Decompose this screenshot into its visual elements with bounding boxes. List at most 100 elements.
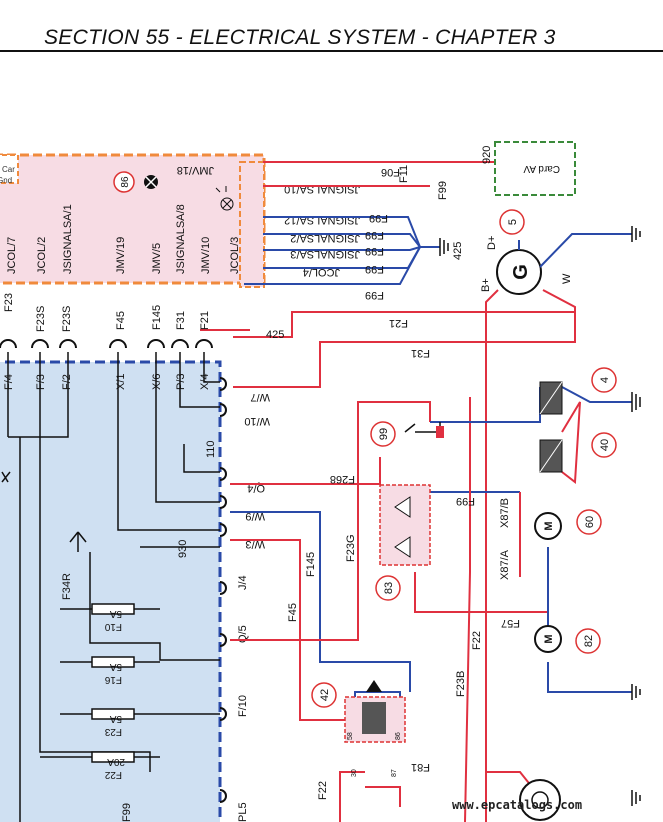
wire-label: F11	[398, 165, 410, 183]
bus-pin-label: J/4	[237, 575, 249, 590]
wire-label: F81	[411, 761, 430, 773]
wire-f99-3	[263, 246, 421, 251]
wire-alt-bplus	[485, 289, 499, 822]
wire-label: 425	[266, 329, 284, 341]
bus-right-pins	[219, 377, 227, 803]
wire-label: X87/A	[499, 549, 511, 580]
relay-pin: 87	[391, 769, 398, 777]
connector-box-right-tab	[239, 161, 265, 288]
fuse-f23: 5A F23	[60, 708, 220, 737]
wire-f81	[365, 786, 401, 807]
wire-label: 425	[452, 242, 464, 260]
wire-f31	[233, 311, 576, 342]
motor-82-symbol: M	[543, 634, 555, 643]
wire-label: 920	[481, 146, 493, 164]
bus-pin-label: PL5	[237, 802, 249, 822]
relay-42: 42 58 86 30 87	[311, 680, 406, 777]
ground-icon	[631, 684, 641, 806]
wire-f45	[230, 539, 355, 721]
component-86: 86	[113, 171, 135, 193]
component-83-label: 83	[383, 582, 395, 594]
wire-label: F22	[317, 781, 329, 800]
fuse-f22: 20A F22	[40, 751, 160, 780]
bus-col-label: P/3	[175, 373, 187, 390]
motor-82: M 82	[534, 625, 601, 654]
bus-pin-label: F/10	[237, 695, 249, 717]
wire-f99-5	[244, 246, 421, 285]
bus-pin-label: F145	[151, 305, 163, 330]
pin-label: JCOL/2	[36, 237, 48, 274]
wire-motor60-blue	[547, 547, 632, 693]
fuse-id: F16	[104, 674, 122, 685]
card-av-box	[494, 141, 576, 196]
pin-label: JSIGNALSA/12	[284, 214, 360, 226]
wire-f268	[230, 457, 381, 485]
component-86-label: 86	[120, 176, 131, 188]
component-99-label: 99	[378, 428, 390, 440]
fuse-id: F22	[104, 769, 122, 780]
wire-label: F99	[456, 495, 475, 507]
fuse-rating: 20A	[107, 756, 125, 767]
wire-label: X87/B	[499, 498, 511, 528]
arrow-icon	[1, 471, 87, 552]
wire-label: F268	[330, 473, 355, 485]
bus-top-pins	[0, 339, 213, 349]
motor-60-symbol: M	[543, 521, 555, 530]
component-60-label: 60	[584, 516, 596, 528]
component-82-label: 82	[583, 635, 595, 647]
relay-pin: 86	[395, 732, 402, 740]
page-title: SECTION 55 - ELECTRICAL SYSTEM - CHAPTER…	[44, 26, 556, 49]
wire-f22-bottom	[339, 771, 365, 822]
wire-label: F23G	[345, 534, 357, 562]
wire-alt-w	[539, 233, 632, 268]
wire-label: F57	[501, 617, 520, 629]
wire-label: F99	[121, 803, 133, 822]
bus-col-label: X/1	[115, 373, 127, 390]
pin-label: JSIGNALSA/10	[284, 183, 360, 195]
pin-label: JMV/10	[200, 237, 212, 274]
relay-pin: 30	[351, 769, 358, 777]
pin-label: JCOL/7	[6, 237, 18, 274]
wiring-diagram: Car Gnd JCOL/7 JCOL/2 JSIGNALSA/1 JMV/19…	[0, 141, 641, 822]
pin-label: JMV/18	[177, 164, 214, 176]
wire-label: F99	[369, 212, 388, 224]
wire-f23g	[230, 401, 431, 641]
bus-col-label: F/3	[35, 374, 47, 390]
fuse-rating: 5A	[109, 608, 122, 619]
wire-label: F34R	[61, 573, 73, 600]
pin-label: 110	[205, 440, 217, 458]
switch-99: 99	[370, 421, 444, 447]
connector-box-tab	[0, 154, 19, 184]
control-module-frame	[0, 360, 222, 822]
wire-label: F99	[437, 181, 449, 200]
bus-pin-label: F23	[3, 293, 15, 312]
pin-label: 930	[177, 540, 189, 558]
bus-pin-label: F21	[199, 311, 211, 330]
relay-4: 4	[539, 367, 617, 415]
wire-label: F21	[389, 317, 408, 329]
bus-pin-label: F31	[175, 311, 187, 330]
pin-label: JSIGNALSA/1	[62, 204, 74, 274]
ground-icon	[439, 238, 449, 256]
wire-f23b	[464, 397, 471, 822]
page-header: SECTION 55 - ELECTRICAL SYSTEM - CHAPTER…	[0, 0, 663, 52]
wire-label: F99	[365, 245, 384, 257]
bus-pin-label: W/10	[244, 415, 270, 427]
component-42-label: 42	[319, 689, 331, 701]
wire-w9-blue	[230, 511, 411, 692]
bus-pin-label: F23S	[61, 306, 73, 332]
alternator: G 5 B+ D+ W	[480, 209, 573, 295]
fuse-rating: 5A	[109, 661, 122, 672]
wire-label: F145	[305, 552, 317, 577]
bus-col-label: X/6	[151, 373, 163, 390]
alternator-number: 5	[507, 219, 519, 225]
indicator-lamp-icon	[215, 186, 234, 211]
wire-label: F23B	[455, 671, 467, 697]
ground-icon	[631, 226, 641, 242]
relay-pin: 58	[347, 732, 354, 740]
pin-label: JMV/19	[115, 237, 127, 274]
buzzer-83: 83	[375, 484, 431, 601]
motor-60: M 60	[534, 509, 602, 540]
header-rule	[0, 50, 663, 52]
wire-f99-1	[263, 216, 421, 248]
